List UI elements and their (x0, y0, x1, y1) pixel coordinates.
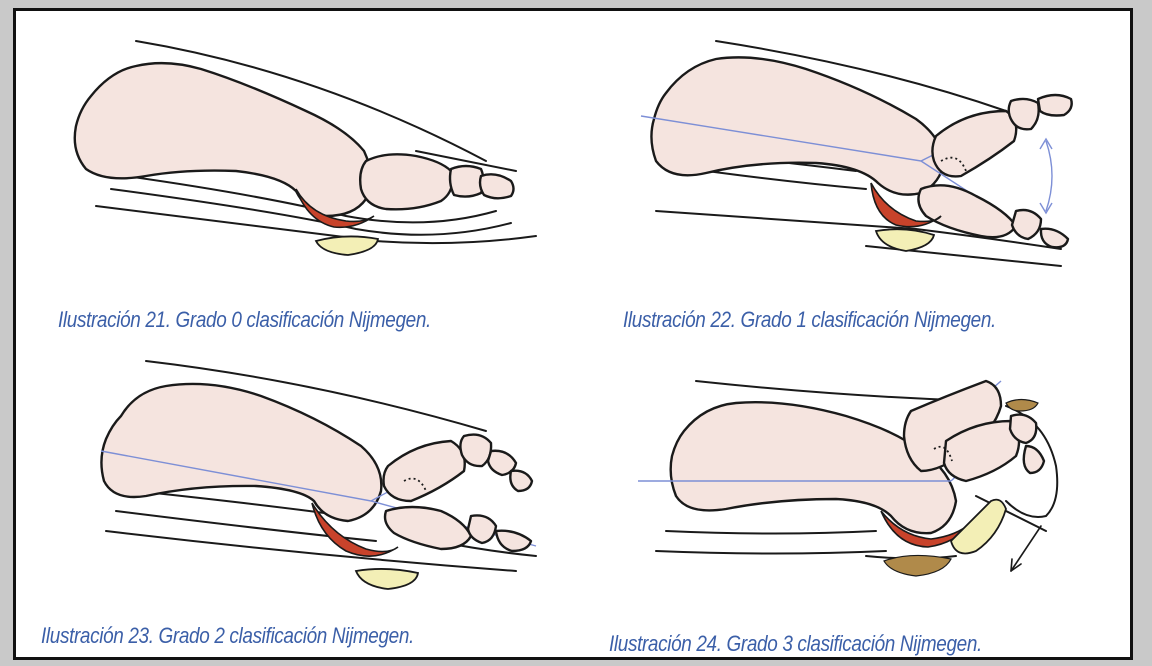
phalanx-bone (360, 154, 452, 209)
fat-pad (356, 569, 418, 589)
caption-grade-3: Ilustración 24. Grado 3 clasificación Ni… (609, 631, 982, 657)
phalanx-bone (450, 166, 484, 197)
range-arrow (1046, 141, 1052, 211)
calcaneus-bone (75, 63, 371, 216)
illustration-grade-2 (101, 361, 536, 589)
hatched-callus (1006, 400, 1038, 412)
phalanx-bone (918, 185, 1016, 237)
phalanx-bone (1012, 210, 1041, 239)
phalanx-bone (510, 471, 532, 491)
phalanx-bone (480, 174, 514, 198)
illustrations-canvas (16, 11, 1130, 657)
phalanx-bone (496, 531, 531, 551)
illustration-grade-3 (638, 381, 1057, 576)
phalanx-bone (468, 515, 496, 543)
phalanx-bone (384, 441, 465, 501)
phalanx-bone (932, 111, 1016, 176)
fat-pad (316, 236, 378, 255)
phalanx-bone (1038, 95, 1072, 116)
hatched-callus (884, 555, 951, 576)
figure-frame: Ilustración 21. Grado 0 clasificación Ni… (13, 8, 1133, 660)
caption-grade-1: Ilustración 22. Grado 1 clasificación Ni… (623, 307, 996, 333)
illustration-grade-1 (641, 41, 1072, 266)
illustration-grade-0 (75, 41, 536, 255)
phalanx-bone (460, 435, 491, 467)
plantar-arrow (1011, 526, 1041, 571)
phalanx-bone (1041, 229, 1068, 248)
calcaneus-bone (101, 384, 381, 521)
fat-pad (951, 500, 1006, 554)
phalanx-bone (1024, 446, 1044, 473)
caption-grade-2: Ilustración 23. Grado 2 clasificación Ni… (41, 623, 414, 649)
phalanx-bone (385, 507, 471, 549)
caption-grade-0: Ilustración 21. Grado 0 clasificación Ni… (58, 307, 431, 333)
